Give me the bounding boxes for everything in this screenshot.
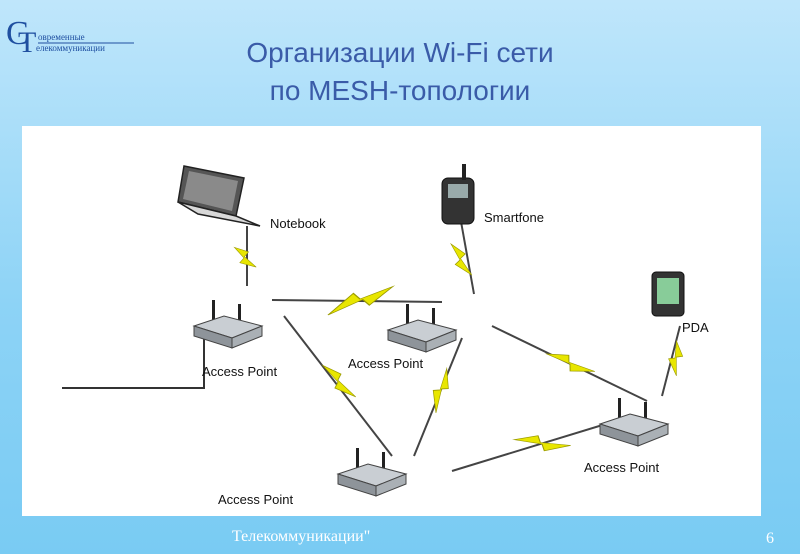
company-logo: С Т овременные елекоммуникации — [4, 10, 144, 60]
access-point-2-label: Access Point — [348, 356, 424, 371]
access-point-3 — [599, 397, 669, 447]
signal-bolt-icon — [544, 344, 596, 383]
slide-title: Организации Wi-Fi сети по MESH-топологии — [150, 34, 650, 110]
access-point-4-label: Access Point — [218, 492, 294, 507]
access-point-2 — [387, 303, 457, 353]
pda-icon — [651, 271, 685, 317]
signal-bolt-icon — [323, 282, 397, 317]
footer-text: Телекоммуникации" — [232, 528, 371, 545]
signal-bolt-icon — [447, 240, 474, 280]
access-point-3-label: Access Point — [584, 460, 660, 475]
logo-letter-c: С — [6, 15, 29, 52]
pda-label: PDA — [682, 320, 709, 335]
access-point-1-label: Access Point — [202, 364, 278, 379]
logo-text-line1: овременные — [38, 32, 85, 42]
mesh-network-diagram: Notebook Smartfone PDA Access Point Acce… — [22, 126, 761, 516]
slide-title-line-1: Организации Wi-Fi сети — [246, 37, 554, 68]
laptop-icon — [177, 165, 261, 227]
logo-text-line2: елекоммуникации — [36, 43, 105, 53]
logo-letter-t: Т — [18, 26, 36, 59]
signal-bolt-icon — [424, 366, 457, 414]
signal-bolt-icon — [512, 429, 572, 458]
smartphone-label: Smartfone — [484, 210, 544, 225]
slide-title-line-2: по MESH-топологии — [269, 75, 531, 106]
signal-bolt-icon — [231, 242, 258, 274]
wired-link — [62, 336, 205, 389]
access-point-4 — [337, 447, 407, 497]
slide-number: 6 — [766, 530, 774, 547]
notebook-label: Notebook — [270, 216, 326, 231]
phone-icon — [441, 164, 475, 225]
